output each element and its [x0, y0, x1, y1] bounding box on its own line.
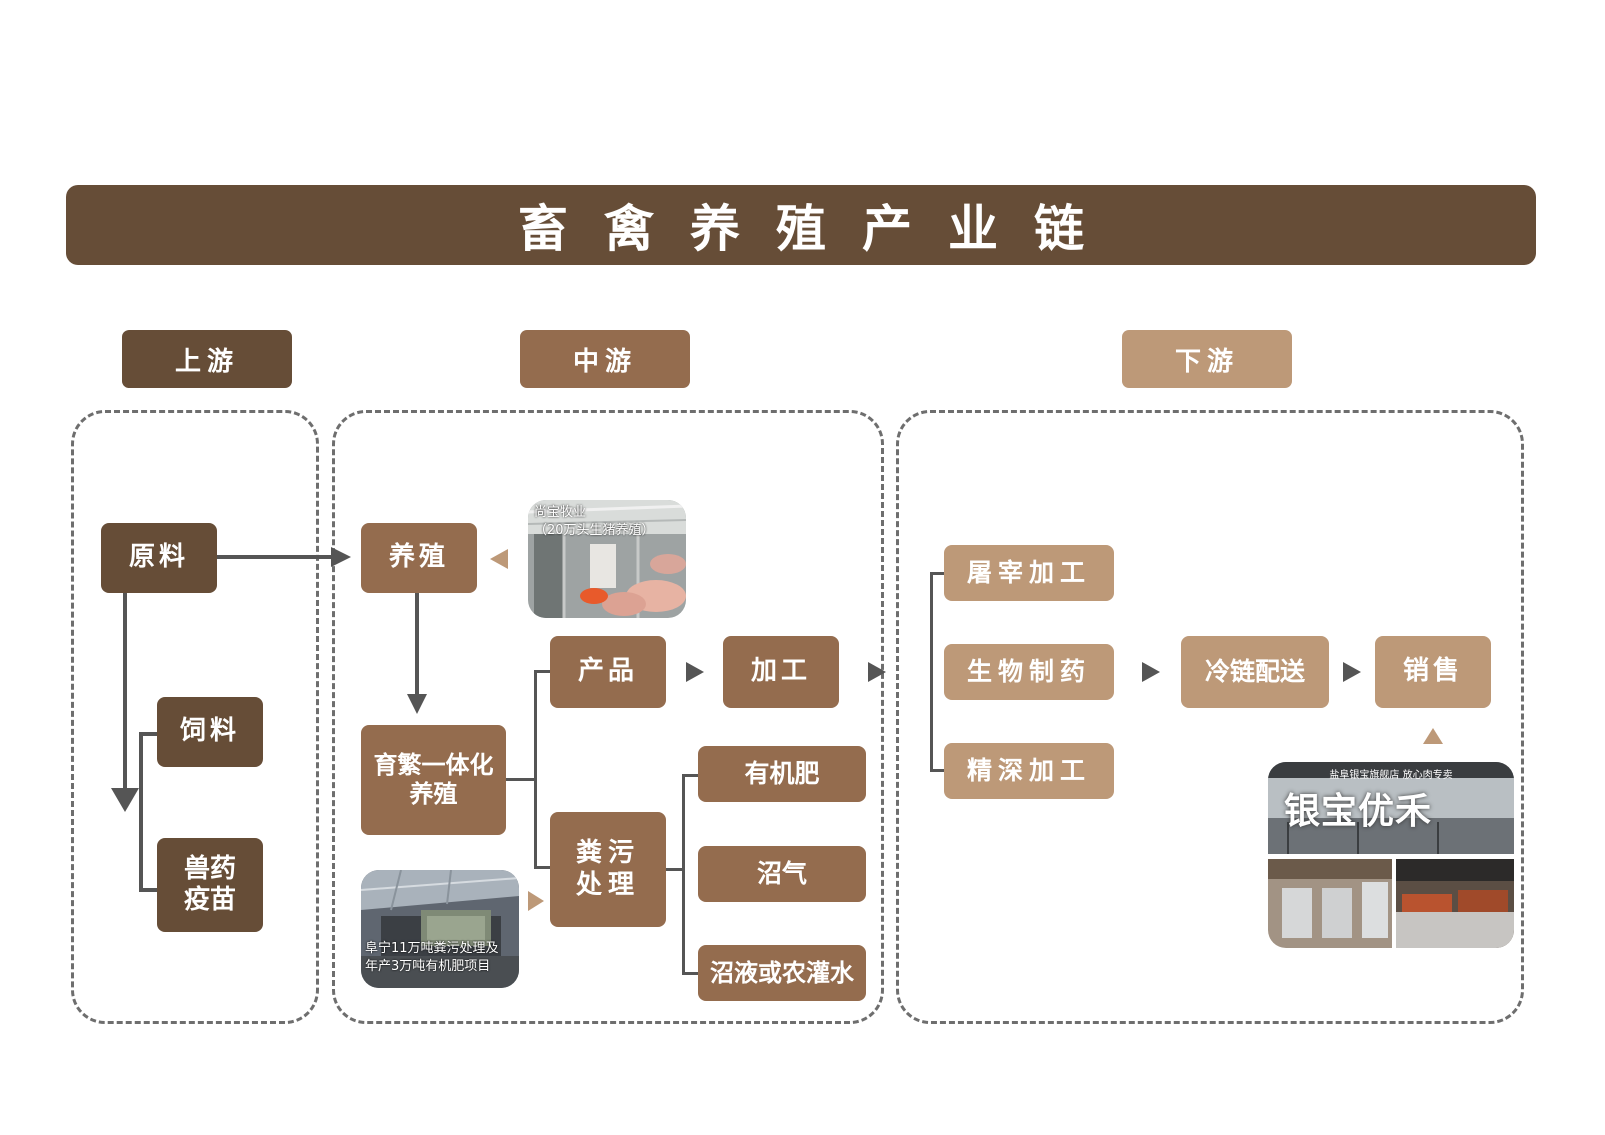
deep-processing-box: 精深加工: [944, 743, 1114, 799]
product-box: 产品: [550, 636, 666, 708]
store-to-sales-arrow: [1423, 728, 1443, 744]
raw-material-box: 原料: [101, 523, 217, 593]
raw-down-arrow: [111, 788, 139, 812]
manure-out-line: [666, 868, 684, 871]
store-image: [1268, 762, 1514, 948]
breeding-box: 养殖: [361, 523, 477, 593]
breeding-down-line: [415, 593, 419, 695]
integrated-bracket-bottom: [534, 866, 552, 869]
downstream-bracket-top: [930, 572, 946, 575]
midstream-region: [332, 410, 884, 1024]
stage-downstream: 下游: [1122, 330, 1292, 388]
plant-photo-arrow: [528, 891, 544, 911]
downstream-region: [896, 410, 1524, 1024]
title-bar: 畜禽养殖产业链: [66, 185, 1536, 265]
raw-to-breeding-line: [217, 555, 333, 559]
biogas-box: 沼气: [698, 846, 866, 902]
plant-photo-caption: 阜宁11万吨粪污处理及 年产3万吨有机肥项目: [365, 941, 499, 974]
pig-farm-image: [528, 500, 686, 618]
product-to-processing-arrow: [686, 662, 704, 682]
upstream-bracket-vertical: [139, 732, 143, 892]
store-photo: 盐阜银宝旗舰店 放心肉专卖 银宝优禾: [1268, 762, 1514, 948]
cold-chain-box: 冷链配送: [1181, 636, 1329, 708]
manure-treatment-box: 粪污 处理: [550, 812, 666, 927]
farm-photo-caption: 尚宝牧业 （20万头生猪养殖）: [534, 505, 655, 538]
integrated-breeding-box: 育繁一体化 养殖: [361, 725, 506, 835]
slaughter-box: 屠宰加工: [944, 545, 1114, 601]
manure-bracket-bottom: [682, 972, 700, 975]
store-sign: 盐阜银宝旗舰店 放心肉专卖: [1329, 770, 1453, 781]
stage-midstream: 中游: [520, 330, 690, 388]
farm-photo-arrow: [490, 549, 508, 569]
biopharma-to-coldchain-arrow: [1142, 662, 1160, 682]
raw-down-line: [123, 590, 127, 790]
sales-box: 销售: [1375, 636, 1491, 708]
downstream-bracket-vertical: [930, 572, 933, 772]
page-title: 畜禽养殖产业链: [518, 200, 1120, 258]
manure-bracket-vertical: [682, 774, 685, 974]
upstream-bracket-top: [139, 732, 159, 736]
integrated-out-line: [506, 778, 536, 781]
processing-box: 加工: [723, 636, 839, 708]
plant-photo: 阜宁11万吨粪污处理及 年产3万吨有机肥项目: [361, 870, 519, 988]
manure-bracket-top: [682, 774, 700, 777]
stage-upstream: 上游: [122, 330, 292, 388]
biopharma-box: 生物制药: [944, 644, 1114, 700]
downstream-bracket-bottom: [930, 769, 946, 772]
breeding-down-arrow: [407, 694, 427, 714]
raw-to-breeding-arrow: [331, 547, 351, 567]
store-name: 银宝优禾: [1284, 791, 1433, 832]
integrated-bracket-top: [534, 670, 552, 673]
processing-to-downstream-arrow: [868, 662, 886, 682]
coldchain-to-sales-arrow: [1343, 662, 1361, 682]
biogas-liquid-box: 沼液或农灌水: [698, 945, 866, 1001]
integrated-bracket-vertical: [534, 670, 537, 868]
organic-fertilizer-box: 有机肥: [698, 746, 866, 802]
vaccine-box: 兽药 疫苗: [157, 838, 263, 932]
upstream-bracket-bottom: [139, 888, 159, 892]
farm-photo: 尚宝牧业 （20万头生猪养殖）: [528, 500, 686, 618]
feed-box: 饲料: [157, 697, 263, 767]
upstream-region: [71, 410, 319, 1024]
manure-plant-image: [361, 870, 519, 988]
